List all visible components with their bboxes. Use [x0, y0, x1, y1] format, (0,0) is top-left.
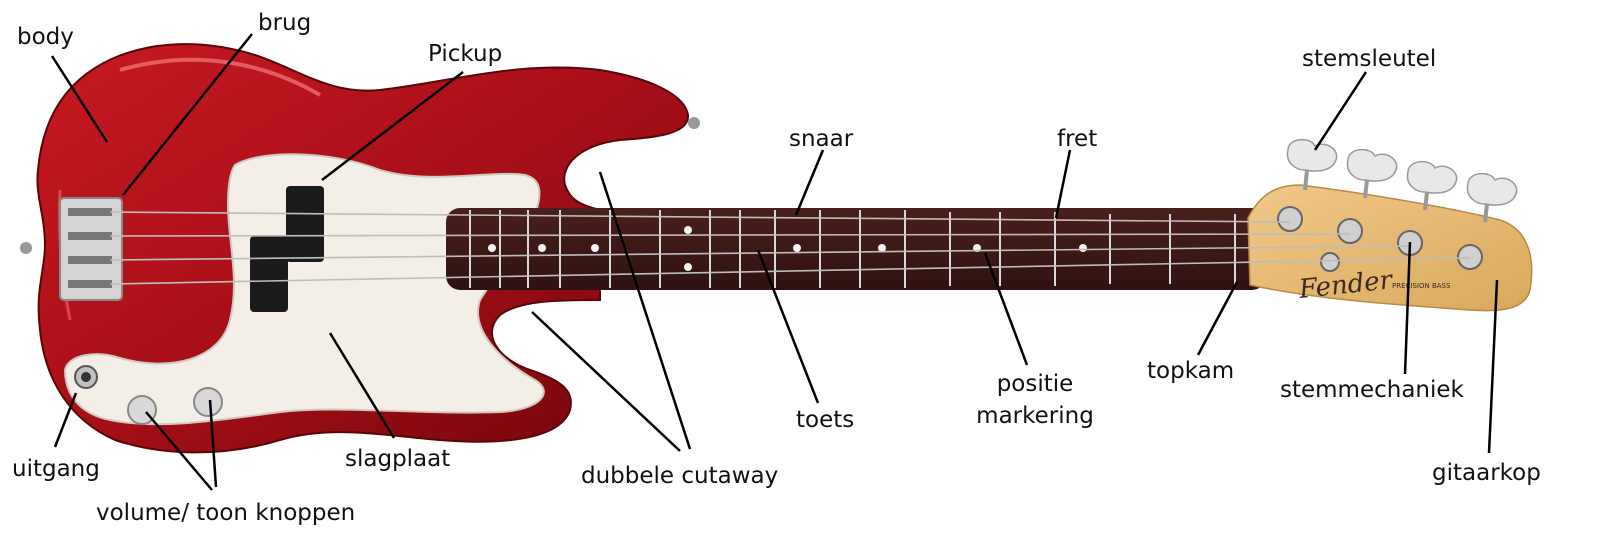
tuner-posts	[1303, 169, 1489, 223]
leader-lines	[50, 33, 1499, 491]
label-gitaarkop: gitaarkop	[1432, 460, 1541, 486]
label-stemmechaniek: stemmechaniek	[1280, 377, 1464, 403]
label-uitgang: uitgang	[12, 456, 100, 482]
label-snaar: snaar	[789, 126, 854, 152]
pickup-upper	[286, 186, 324, 262]
label-brug: brug	[258, 10, 312, 36]
label-slagplaat: slagplaat	[345, 446, 451, 472]
tuning-keys	[1286, 138, 1518, 206]
frets	[469, 210, 1236, 288]
label-body: body	[17, 24, 74, 50]
label-dubbele-cutaway: dubbele cutaway	[581, 463, 779, 489]
bridge	[59, 197, 123, 301]
label-pickup: Pickup	[428, 41, 503, 67]
headstock	[1247, 184, 1533, 312]
label-toets: toets	[796, 407, 855, 433]
tone-knob	[193, 387, 223, 417]
pickguard	[63, 153, 545, 426]
label-stemsleutel: stemsleutel	[1302, 46, 1437, 72]
label-positie-markering: positie markering	[974, 368, 1096, 432]
label-fret: fret	[1057, 126, 1098, 152]
label-markering: markering	[976, 403, 1094, 429]
label-knoppen: volume/ toon knoppen	[96, 500, 356, 526]
fretboard	[446, 208, 1266, 290]
pickup-lower	[250, 236, 288, 312]
label-topkam: topkam	[1147, 358, 1235, 384]
label-positie: positie	[996, 371, 1074, 397]
model-text: PRECISION BASS	[1392, 282, 1451, 290]
